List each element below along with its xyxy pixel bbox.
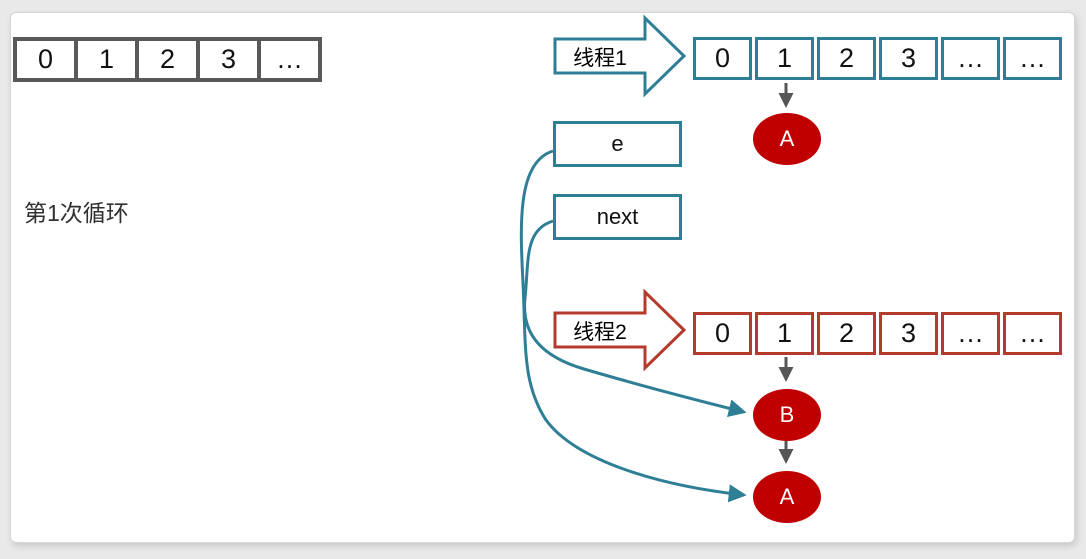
pointer-box-e: e (553, 121, 682, 167)
thread1-array-cell: … (941, 37, 1000, 80)
node-a-thread1: A (753, 113, 821, 165)
iteration-label: 第1次循环 (24, 200, 129, 226)
thread1-array-cell: 1 (755, 37, 814, 80)
initial-array-cell: 3 (196, 41, 257, 78)
thread1-array: 0 1 2 3 … … (693, 37, 1062, 80)
node-b-thread2: B (753, 389, 821, 441)
node-a-thread2: A (753, 471, 821, 523)
initial-array-cell: 2 (135, 41, 196, 78)
thread2-array-cell: … (941, 312, 1000, 355)
thread2-array-cell: 0 (693, 312, 752, 355)
thread1-array-cell: … (1003, 37, 1062, 80)
thread1-label: 线程1 (573, 46, 627, 70)
thread2-label: 线程2 (573, 320, 627, 344)
initial-array-cell: … (257, 41, 318, 78)
pointer-box-next: next (553, 194, 682, 240)
thread1-array-cell: 0 (693, 37, 752, 80)
thread1-array-cell: 2 (817, 37, 876, 80)
initial-array-cell: 0 (17, 41, 74, 78)
diagram-card (10, 12, 1075, 543)
thread1-array-cell: 3 (879, 37, 938, 80)
thread2-array-cell: … (1003, 312, 1062, 355)
thread2-array-cell: 2 (817, 312, 876, 355)
thread2-array: 0 1 2 3 … … (693, 312, 1062, 355)
initial-array-cell: 1 (74, 41, 135, 78)
thread2-array-cell: 3 (879, 312, 938, 355)
thread2-array-cell: 1 (755, 312, 814, 355)
initial-array: 0 1 2 3 … (13, 37, 322, 82)
